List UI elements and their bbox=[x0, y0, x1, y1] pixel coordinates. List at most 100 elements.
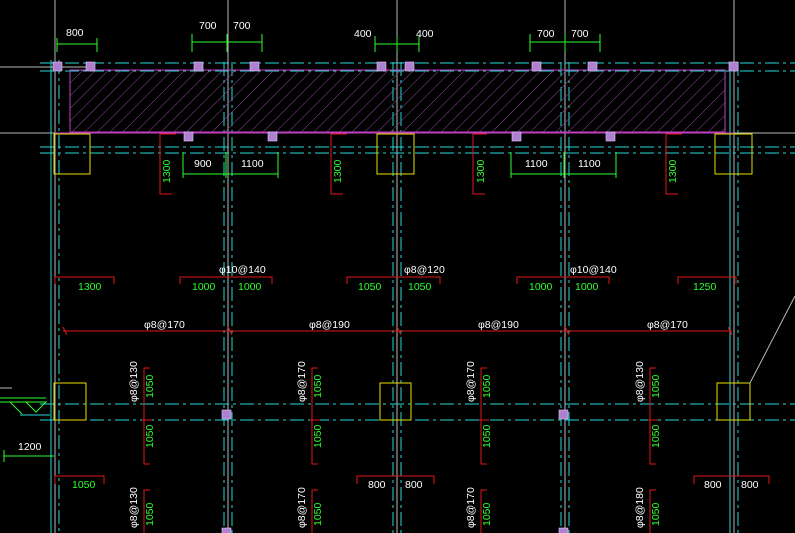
node-marker bbox=[249, 61, 260, 72]
rebar-bracket bbox=[693, 475, 770, 484]
node-marker bbox=[558, 527, 569, 533]
rebar-bracket bbox=[311, 367, 318, 465]
rebar-spec: φ8@120 bbox=[404, 264, 445, 276]
dimension-line bbox=[374, 36, 420, 52]
dim-label: 1050 bbox=[144, 502, 156, 526]
dim-label: 1000 bbox=[575, 281, 599, 293]
column bbox=[53, 382, 87, 421]
node-marker bbox=[558, 409, 569, 420]
dim-label: 800 bbox=[704, 479, 722, 491]
rebar-bracket bbox=[330, 133, 347, 195]
dim-label: 1050 bbox=[144, 374, 156, 398]
dim-label: 1250 bbox=[693, 281, 717, 293]
rebar-bracket bbox=[649, 489, 656, 533]
rebar-bracket bbox=[472, 133, 487, 195]
hatched-beam bbox=[70, 70, 725, 132]
rebar-spec: φ8@170 bbox=[647, 319, 688, 331]
dim-label: 800 bbox=[66, 27, 84, 39]
rebar-bracket bbox=[159, 133, 176, 195]
dim-label: 1000 bbox=[529, 281, 553, 293]
dim-label: 800 bbox=[405, 479, 423, 491]
column bbox=[714, 133, 753, 175]
rebar-spec: φ8@180 bbox=[634, 487, 646, 528]
dim-label: 700 bbox=[571, 28, 589, 40]
rebar-ticks bbox=[62, 326, 733, 336]
rebar-spec: φ8@130 bbox=[634, 361, 646, 402]
rebar-bracket bbox=[516, 276, 610, 284]
dim-label: 1100 bbox=[578, 158, 601, 170]
dim-label: 1050 bbox=[72, 479, 96, 491]
column bbox=[379, 382, 412, 421]
dim-label: 1050 bbox=[650, 424, 662, 448]
dim-label: 800 bbox=[368, 479, 386, 491]
rebar-spec: φ8@130 bbox=[128, 361, 140, 402]
rebar-bracket bbox=[356, 475, 435, 484]
left-detail: 1200 bbox=[0, 387, 54, 462]
dim-label: 900 bbox=[194, 158, 212, 170]
node-marker bbox=[85, 61, 96, 72]
dim-label: 1100 bbox=[241, 158, 264, 170]
rebar-spec: φ8@190 bbox=[309, 319, 350, 331]
rebar-spec: φ10@140 bbox=[219, 264, 266, 276]
dim-label: 1100 bbox=[525, 158, 548, 170]
node-marker bbox=[221, 409, 232, 420]
column bbox=[53, 133, 91, 175]
column bbox=[716, 382, 751, 421]
rebar-spec: φ10@140 bbox=[570, 264, 617, 276]
dim-label: 1300 bbox=[161, 159, 173, 183]
dim-label: 1200 bbox=[18, 441, 42, 453]
dim-label: 1000 bbox=[192, 281, 216, 293]
dim-label: 1050 bbox=[408, 281, 432, 293]
dim-label: 1050 bbox=[312, 374, 324, 398]
dim-label: 700 bbox=[199, 20, 217, 32]
lower-rebar: φ8@130 φ8@170 φ8@170 φ8@130 1050 1050 10… bbox=[128, 361, 662, 533]
rebar-spec: φ8@170 bbox=[296, 487, 308, 528]
dim-label: 1050 bbox=[481, 424, 493, 448]
rebar-bracket bbox=[311, 489, 318, 533]
columns bbox=[53, 133, 753, 421]
dim-label: 1300 bbox=[78, 281, 102, 293]
node-marker bbox=[587, 61, 598, 72]
rebar-bracket bbox=[346, 276, 441, 284]
dim-label: 1050 bbox=[144, 424, 156, 448]
dim-label: 1050 bbox=[312, 502, 324, 526]
dim-label: 400 bbox=[416, 28, 434, 40]
rebar-bracket bbox=[143, 489, 150, 533]
rebar-spec: φ8@170 bbox=[465, 487, 477, 528]
elevation-tick bbox=[9, 401, 23, 415]
node-marker bbox=[511, 131, 522, 142]
rebar-spec: φ8@170 bbox=[465, 361, 477, 402]
upper-rebar: 1300 1300 1300 1300 900 1100 1100 1100 bbox=[159, 133, 682, 195]
dim-label: 1300 bbox=[475, 159, 487, 183]
node-marker bbox=[531, 61, 542, 72]
rebar-bracket bbox=[143, 367, 150, 465]
node-marker bbox=[728, 61, 739, 72]
dim-label: 700 bbox=[233, 20, 251, 32]
leader-line bbox=[749, 295, 795, 384]
rebar-spec: φ8@190 bbox=[478, 319, 519, 331]
dim-label: 1300 bbox=[667, 159, 679, 183]
rebar-spec: φ8@170 bbox=[296, 361, 308, 402]
dim-label: 1050 bbox=[650, 502, 662, 526]
top-dimensions: 800 700 700 400 400 700 700 bbox=[56, 20, 601, 52]
dim-label: 700 bbox=[537, 28, 555, 40]
dimension-line bbox=[529, 34, 601, 52]
rebar-bracket bbox=[677, 276, 737, 284]
dim-label: 400 bbox=[354, 28, 372, 40]
rebar-spec: φ8@130 bbox=[128, 487, 140, 528]
bottom-rebar: 1050 800 800 800 800 bbox=[54, 475, 770, 491]
right-detail bbox=[749, 295, 795, 384]
rebar-bracket bbox=[54, 276, 115, 284]
node-marker bbox=[376, 61, 387, 72]
dim-label: 1050 bbox=[312, 424, 324, 448]
node-marker bbox=[221, 527, 232, 533]
dim-label: 800 bbox=[741, 479, 759, 491]
rebar-bracket bbox=[649, 367, 656, 465]
rebar-bracket bbox=[480, 489, 487, 533]
dim-label: 1050 bbox=[358, 281, 382, 293]
node-marker bbox=[52, 61, 63, 72]
dim-label: 1050 bbox=[650, 374, 662, 398]
dim-label: 1000 bbox=[238, 281, 262, 293]
dim-label: 1050 bbox=[481, 502, 493, 526]
